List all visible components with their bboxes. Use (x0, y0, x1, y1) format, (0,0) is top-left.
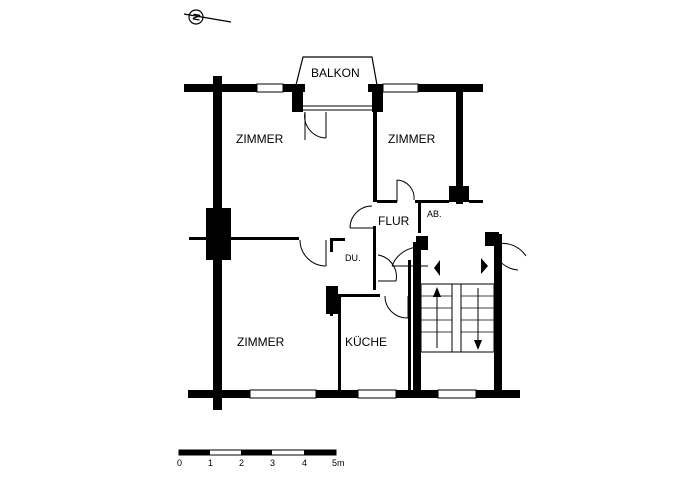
room-label-du: DU. (345, 253, 361, 263)
windows (249, 83, 477, 399)
room-label-zimmer-lower-left: ZIMMER (237, 335, 285, 349)
north-letter: N (191, 13, 203, 22)
scale-tick-2: 2 (239, 458, 244, 468)
scale-tick-5m: 5m (332, 458, 345, 468)
door-swings (299, 111, 527, 319)
scale-bar: 0 1 2 3 4 5m (177, 449, 345, 468)
entry-arrow-right-icon (481, 258, 488, 274)
stair-down-arrow-icon (474, 340, 482, 350)
scale-tick-3: 3 (270, 458, 275, 468)
room-label-balkon: BALKON (311, 66, 360, 80)
room-label-zimmer-upper-left: ZIMMER (236, 132, 284, 146)
scale-tick-1: 1 (208, 458, 213, 468)
entry-arrow-left-icon (434, 260, 440, 276)
exterior-walls (184, 76, 520, 410)
staircase (420, 258, 495, 353)
room-label-zimmer-upper-right: ZIMMER (388, 132, 436, 146)
room-label-kueche: KÜCHE (345, 335, 387, 349)
interior-walls (189, 92, 483, 390)
scale-tick-0: 0 (177, 458, 182, 468)
stair-up-arrow-icon (433, 287, 441, 297)
balcony (295, 56, 378, 111)
room-label-ab: AB. (427, 209, 442, 219)
scale-tick-4: 4 (302, 458, 307, 468)
room-label-flur: FLUR (378, 214, 410, 228)
north-arrow-icon: N (183, 9, 232, 25)
